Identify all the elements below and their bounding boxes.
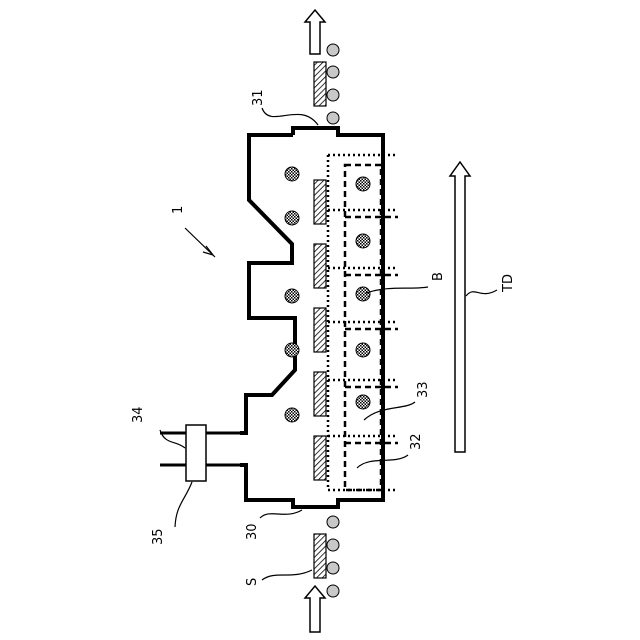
roller bbox=[327, 539, 339, 551]
bottom-conveyor bbox=[305, 516, 339, 632]
transport-direction-arrow-icon bbox=[450, 162, 470, 452]
label-heater-b: B bbox=[431, 272, 446, 281]
gas-pipe bbox=[160, 425, 246, 481]
label-sample: S bbox=[245, 578, 260, 586]
roller bbox=[327, 585, 339, 597]
bottom-sample-substrate bbox=[314, 534, 326, 578]
entry-arrow-icon bbox=[305, 586, 325, 632]
leader-lines bbox=[160, 108, 497, 580]
label-valve: 35 bbox=[151, 528, 166, 545]
label-32: 32 bbox=[409, 433, 424, 450]
roller bbox=[327, 516, 339, 528]
label-apparatus: 1 bbox=[171, 206, 186, 214]
exit-arrow-icon bbox=[305, 10, 325, 54]
label-direction: TD bbox=[501, 274, 516, 293]
roller bbox=[327, 112, 339, 124]
top-sample-substrate bbox=[314, 62, 326, 106]
partition-structure bbox=[328, 155, 398, 490]
top-conveyor bbox=[305, 10, 339, 124]
valve bbox=[186, 425, 206, 481]
label-33: 33 bbox=[416, 381, 431, 398]
roller bbox=[327, 66, 339, 78]
roller bbox=[327, 44, 339, 56]
label-outlet: 31 bbox=[251, 89, 266, 106]
substrates bbox=[314, 180, 326, 480]
heater-elements-left bbox=[285, 167, 299, 422]
label-inlet: 30 bbox=[245, 523, 260, 540]
label-pipe: 34 bbox=[131, 406, 146, 423]
roller bbox=[327, 562, 339, 574]
roller bbox=[327, 89, 339, 101]
